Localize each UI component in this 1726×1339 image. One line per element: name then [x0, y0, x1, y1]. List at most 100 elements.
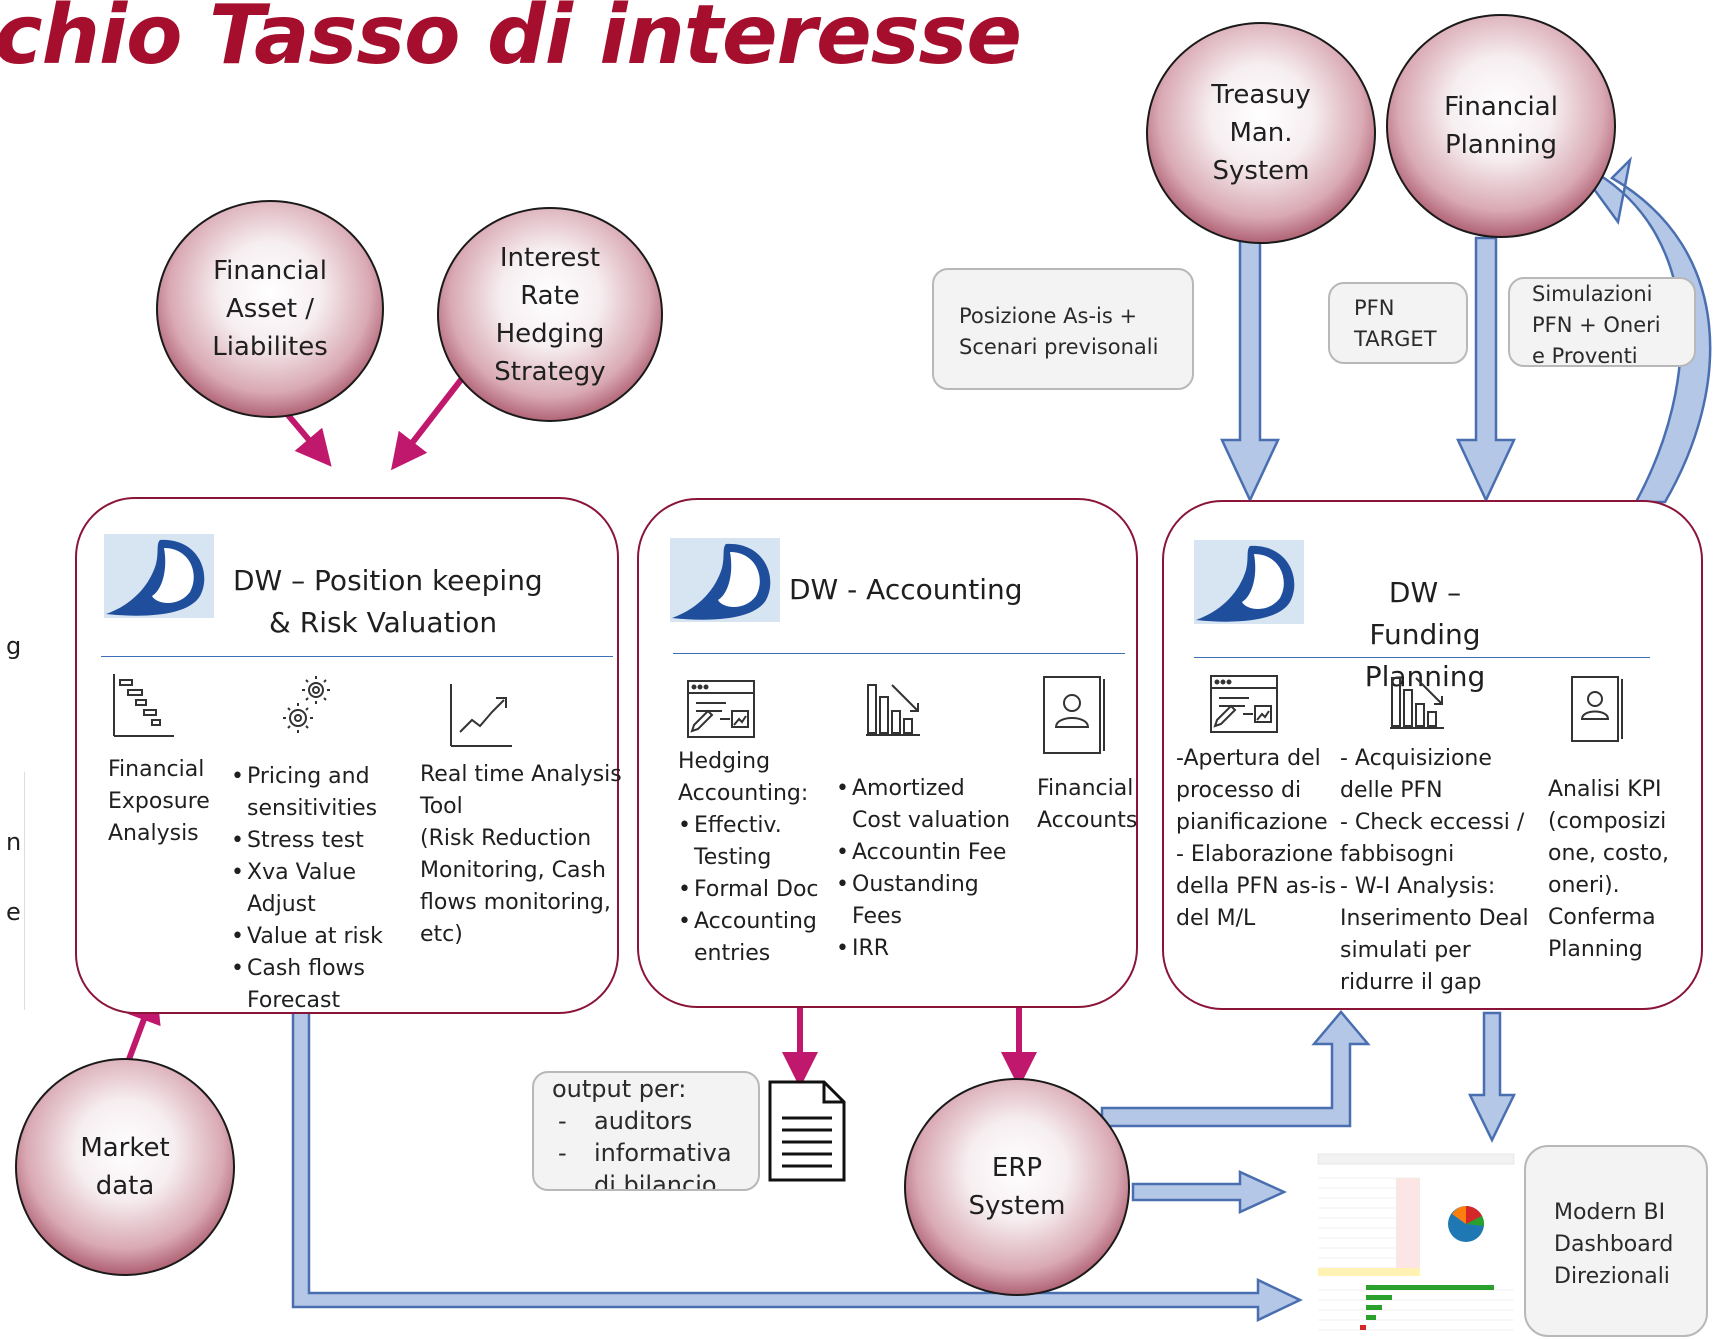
contact-book-icon: [1043, 676, 1105, 754]
note-line: TARGET: [1354, 327, 1437, 351]
note-line: Scenari previsonali: [959, 335, 1159, 359]
text-line: etc): [420, 922, 463, 947]
bullet-item: IRR: [836, 933, 1012, 965]
text-line: Exposure: [108, 789, 210, 814]
text-line: one, costo,: [1548, 841, 1670, 866]
note-line: Dashboard: [1554, 1232, 1674, 1257]
text-line: simulati per: [1340, 938, 1471, 963]
document-icon: [768, 1080, 846, 1182]
text-line: Financial: [1037, 776, 1134, 801]
bullet-item: Oustanding Fees: [836, 869, 1012, 933]
bullet-item: Stress test: [231, 825, 401, 857]
arrow-box1-to-dashboard: [291, 1010, 1303, 1322]
circle-text: Planning: [1444, 130, 1557, 160]
text-line: (Risk Reduction: [420, 826, 592, 851]
note-line: Simulazioni: [1532, 282, 1653, 306]
circle-text: Financial: [1444, 92, 1558, 122]
arrow-strategy-to-box1: [390, 370, 470, 471]
box1-divider: [101, 656, 613, 657]
page-title: chio Tasso di interesse: [0, 0, 1022, 83]
dw-logo: [1194, 540, 1304, 624]
arrow-erp-to-dashboard: [1131, 1170, 1288, 1214]
text-line: oneri).: [1548, 873, 1620, 898]
box3-divider: [1194, 657, 1650, 658]
simulazioni-note: Simulazioni PFN + Oneri e Proventi: [1508, 277, 1696, 367]
text-line: - Elaborazione: [1176, 842, 1333, 867]
bullet-item: Accountin Fee: [836, 837, 1012, 869]
text-line: Financial: [108, 757, 205, 782]
text-line: Accounts: [1037, 808, 1138, 833]
gantt-chart-icon: [113, 674, 174, 737]
circle-text: System: [968, 1191, 1066, 1221]
edge-letter: g: [6, 632, 22, 660]
text-line: pianificazione: [1176, 810, 1328, 835]
bullet-item: Accounting entries: [678, 906, 823, 970]
contact-book-icon: [1571, 676, 1623, 742]
bar-chart-down-icon: [866, 684, 920, 736]
box2-title: DW - Accounting: [789, 573, 1023, 606]
text-line: Analysis: [108, 821, 199, 846]
note-line: PFN + Oneri: [1532, 313, 1661, 337]
output-item-text: informativa: [594, 1139, 732, 1167]
output-item: -informativa: [558, 1139, 732, 1167]
box2-divider: [673, 653, 1125, 654]
output-item: -auditors: [558, 1107, 693, 1135]
dashboard-thumbnail: [1316, 1148, 1516, 1338]
text-line: Tool: [420, 794, 463, 819]
text-line: delle PFN: [1340, 778, 1443, 803]
arrow-curve-to-planning: [1577, 156, 1712, 504]
box3-col1: -Apertura del processo di pianificazione…: [1176, 743, 1336, 935]
bar-chart-down-icon: [1390, 677, 1444, 729]
circle-text: Market: [80, 1133, 170, 1163]
erp-circle: ERP System: [904, 1078, 1130, 1296]
box3-col3: Analisi KPI (composizi one, costo, oneri…: [1548, 774, 1669, 966]
text-line: flows monitoring,: [420, 890, 611, 915]
edge-letter: n: [6, 828, 22, 856]
bullet-item: Pricing and sensitivities: [231, 761, 401, 825]
text-line: Real time Analysis: [420, 762, 622, 787]
circle-text: Strategy: [494, 356, 606, 387]
text-line: fabbisogni: [1340, 842, 1455, 867]
text-line: Conferma: [1548, 905, 1656, 930]
box1-col2: Pricing and sensitivities Stress test Xv…: [231, 761, 401, 1017]
edge-line: [24, 772, 25, 1010]
note-line: Modern BI: [1554, 1200, 1666, 1225]
box2-col2: Amortized Cost valuation Accountin Fee O…: [836, 773, 1012, 965]
note-line: Posizione As-is +: [959, 304, 1138, 328]
web-form-icon: [687, 680, 755, 738]
circle-text: Financial: [213, 256, 327, 286]
box1-title-line: DW – Position keeping: [233, 564, 543, 597]
text-line: - W-I Analysis:: [1340, 874, 1496, 899]
output-item-text: di bilancio: [594, 1171, 717, 1191]
output-header: output per:: [552, 1075, 687, 1103]
output-item: di bilancio: [558, 1169, 758, 1191]
arrow-box3-to-dashboard: [1467, 1011, 1517, 1143]
text-line: (composizi: [1548, 809, 1667, 834]
modern-bi-note: Modern BI Dashboard Direzionali: [1524, 1145, 1708, 1337]
text-line: Inserimento Deal: [1340, 906, 1529, 931]
trend-chart-icon: [450, 684, 512, 747]
box2-col3: Financial Accounts: [1037, 773, 1137, 837]
edge-letter: e: [6, 898, 21, 926]
arrow-erp-to-box3: [1100, 1010, 1371, 1128]
text-line: del M/L: [1176, 906, 1256, 931]
arrow-planning-to-box3: [1456, 236, 1516, 503]
dw-logo: [104, 534, 214, 618]
circle-text: Rate: [520, 280, 580, 311]
text-line: Analisi KPI: [1548, 777, 1662, 802]
bullet-item: Amortized Cost valuation: [836, 773, 1012, 837]
circle-text: ERP: [991, 1153, 1043, 1183]
circle-text: Treasuy: [1211, 80, 1311, 110]
circle-text: System: [1212, 156, 1310, 186]
dw-logo: [670, 538, 780, 622]
box3-col2: - Acquisizione delle PFN - Check eccessi…: [1340, 743, 1529, 999]
text-line: Accounting:: [678, 781, 809, 806]
text-line: processo di: [1176, 778, 1302, 803]
note-line: e Proventi: [1532, 344, 1638, 367]
bullet-item: Value at risk: [231, 921, 401, 953]
box1-title: DW – Position keeping & Risk Valuation: [233, 560, 543, 644]
